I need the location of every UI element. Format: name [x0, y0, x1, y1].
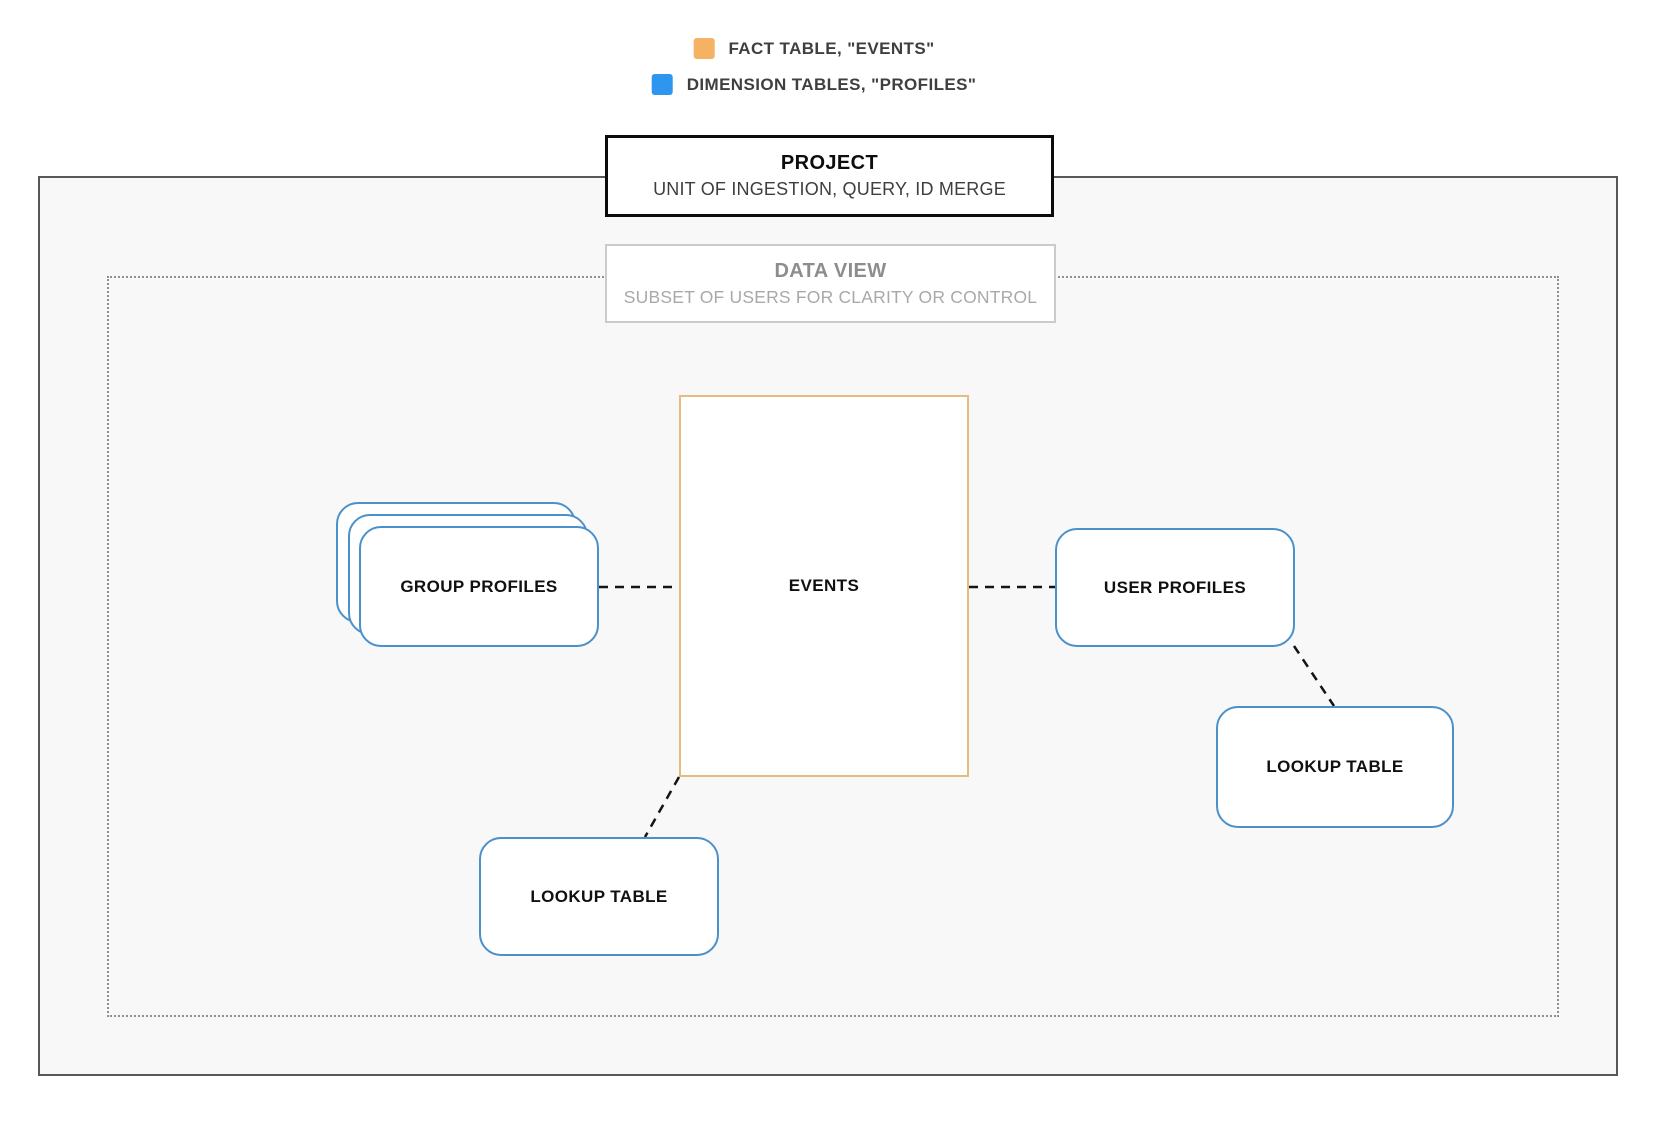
data-view-label-box: DATA VIEW SUBSET OF USERS FOR CLARITY OR…: [605, 244, 1056, 323]
legend-label-dimension-tables: DIMENSION TABLES, "PROFILES": [686, 74, 977, 94]
node-lookup-table-right-label: LOOKUP TABLE: [1266, 757, 1404, 776]
node-lookup-table-bottom: LOOKUP TABLE: [479, 837, 719, 956]
node-user-profiles: USER PROFILES: [1055, 528, 1295, 647]
project-title: PROJECT: [780, 152, 879, 174]
node-user-profiles-label: USER PROFILES: [1103, 577, 1247, 597]
legend-item-fact-table: FACT TABLE, "EVENTS": [693, 38, 934, 59]
node-events: EVENTS: [679, 395, 969, 777]
legend-label-fact-table: FACT TABLE, "EVENTS": [728, 38, 935, 58]
project-label-box: PROJECT UNIT OF INGESTION, QUERY, ID MER…: [605, 135, 1054, 217]
data-view-subtitle: SUBSET OF USERS FOR CLARITY OR CONTROL: [623, 286, 1038, 307]
fact-table-color-swatch-icon: [693, 38, 715, 59]
node-events-label: EVENTS: [788, 576, 860, 595]
project-subtitle: UNIT OF INGESTION, QUERY, ID MERGE: [653, 179, 1006, 199]
dimension-tables-color-swatch-icon: [651, 74, 673, 95]
node-lookup-table-bottom-label: LOOKUP TABLE: [530, 886, 668, 906]
legend-item-dimension-tables: DIMENSION TABLES, "PROFILES": [651, 74, 977, 95]
data-view-title: DATA VIEW: [774, 259, 887, 282]
legend: FACT TABLE, "EVENTS" DIMENSION TABLES, "…: [651, 38, 977, 95]
node-group-profiles-label: GROUP PROFILES: [400, 576, 558, 596]
node-lookup-table-right: LOOKUP TABLE: [1216, 706, 1454, 828]
node-group-profiles: GROUP PROFILES: [359, 526, 599, 647]
